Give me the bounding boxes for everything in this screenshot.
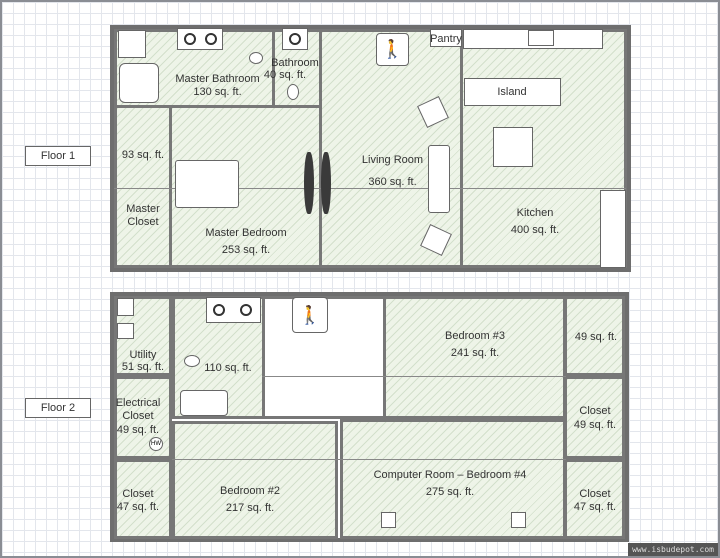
dining-table-icon [493, 127, 533, 167]
island-label: Island [497, 86, 527, 98]
divider-line [114, 188, 626, 189]
pantry-box [430, 29, 462, 47]
master-bedroom-label: Master Bedroom [205, 227, 287, 239]
electrical-closet-area: 49 sq. ft. [116, 424, 160, 436]
divider-line [172, 459, 566, 460]
sink-icon [184, 33, 196, 45]
pantry-label: Pantry [430, 33, 462, 45]
chair-icon [511, 512, 526, 528]
room-bedroom-3[interactable] [383, 296, 566, 419]
sink-icon [213, 304, 225, 316]
electrical-closet-label: Electrical Closet [115, 397, 161, 422]
bedroom-3-label: Bedroom #3 [445, 330, 505, 342]
water-heater-icon: HW [149, 437, 163, 451]
bathtub [180, 390, 228, 416]
utility-area: 51 sq. ft. [121, 361, 165, 373]
living-room-area: 360 sq. ft. [368, 176, 417, 188]
bed-icon [175, 160, 239, 208]
bedroom-3-closet-area: 49 sq. ft. [574, 331, 618, 343]
double-sink [528, 30, 554, 46]
tv-icon [304, 152, 314, 214]
master-bathroom-label: Master Bathroom [175, 73, 260, 85]
bedroom-2-label: Bedroom #2 [220, 485, 280, 497]
closet-right-mid-area: 49 sq. ft. [573, 419, 617, 431]
room-kitchen[interactable] [460, 29, 627, 268]
kitchen-area: 400 sq. ft. [510, 224, 560, 236]
bathtub [119, 63, 159, 103]
sink-icon [240, 304, 252, 316]
washer-icon [117, 298, 134, 316]
bathroom-label: Bathroom [271, 57, 319, 69]
utility-label: Utility [129, 349, 157, 361]
bathroom-2-area: 110 sq. ft. [204, 362, 252, 374]
toilet-icon [249, 52, 263, 64]
shower [118, 30, 146, 58]
room-bedroom-3-closet[interactable] [564, 296, 625, 376]
master-bathroom-area: 130 sq. ft. [193, 86, 242, 98]
stairs-icon: 🚶 [292, 297, 328, 333]
closet-right-bottom-label: Closet [579, 488, 611, 500]
stairs-icon: 🚶 [376, 33, 409, 66]
floor-2-label[interactable]: Floor 2 [25, 398, 91, 418]
room-closet-left-bottom[interactable] [114, 459, 172, 539]
computer-room-label: Computer Room – Bedroom #4 [373, 469, 527, 481]
master-closet-area: 93 sq. ft. [121, 149, 165, 161]
toilet-icon [184, 355, 200, 367]
room-closet-right-mid[interactable] [564, 376, 625, 459]
bathroom-area: 40 sq. ft. [263, 69, 307, 81]
floor-1-label[interactable]: Floor 1 [25, 146, 91, 166]
computer-room-area: 275 sq. ft. [425, 486, 475, 498]
bedroom-2-area: 217 sq. ft. [225, 502, 275, 514]
counter-side [600, 190, 626, 268]
sink-icon [289, 33, 301, 45]
watermark: www.isbudepot.com [628, 543, 718, 556]
room-master-closet[interactable] [114, 105, 172, 268]
sofa-icon [428, 145, 450, 213]
chair-icon [381, 512, 396, 528]
dryer-icon [117, 323, 134, 339]
room-bedroom-2[interactable] [172, 421, 338, 539]
closet-right-mid-label: Closet [579, 405, 611, 417]
room-computer-room[interactable] [340, 419, 566, 539]
bedroom-3-area: 241 sq. ft. [450, 347, 500, 359]
tv-icon [321, 152, 331, 214]
living-room-label: Living Room [361, 154, 424, 166]
master-bedroom-area: 253 sq. ft. [221, 244, 271, 256]
kitchen-label: Kitchen [516, 207, 554, 219]
divider-line [262, 376, 566, 377]
toilet-icon [287, 84, 299, 100]
closet-right-bottom-area: 47 sq. ft. [573, 501, 617, 513]
island-counter[interactable] [464, 78, 561, 106]
sink-icon [205, 33, 217, 45]
master-closet-label: Master Closet [126, 203, 160, 228]
closet-left-bottom-area: 47 sq. ft. [116, 501, 160, 513]
closet-left-bottom-label: Closet [122, 488, 154, 500]
room-closet-right-bottom[interactable] [564, 459, 625, 539]
